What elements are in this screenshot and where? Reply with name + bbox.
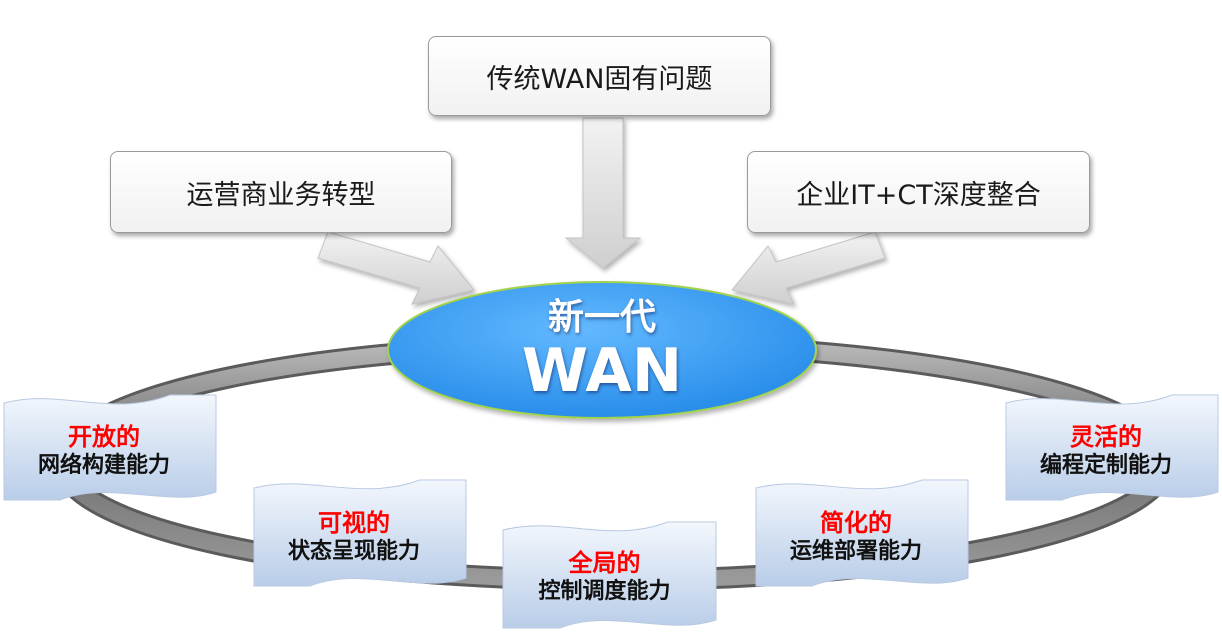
capability-flexible: 灵活的 编程定制能力 xyxy=(1006,422,1206,480)
box-enterprise-it-ct: 企业IT+CT深度整合 xyxy=(747,151,1090,233)
box-enterprise-it-ct-label: 企业IT+CT深度整合 xyxy=(796,179,1041,211)
capability-visible: 可视的 状态呈现能力 xyxy=(254,508,454,566)
capability-global-desc: 控制调度能力 xyxy=(538,579,671,604)
arrow-right xyxy=(731,231,886,305)
box-operator-transformation: 运营商业务转型 xyxy=(110,151,452,233)
arrow-center xyxy=(564,117,642,269)
box-operator-transformation-label: 运营商业务转型 xyxy=(186,179,376,211)
scroll-open xyxy=(3,394,217,501)
scroll-visible xyxy=(253,479,467,587)
capability-simplified-desc: 运维部署能力 xyxy=(789,539,922,564)
capability-visible-title: 可视的 xyxy=(318,509,390,537)
box-traditional-wan-issues: 传统WAN固有问题 xyxy=(428,36,771,116)
capability-global: 全局的 控制调度能力 xyxy=(503,548,706,606)
box-traditional-wan-issues-label: 传统WAN固有问题 xyxy=(486,63,713,95)
center-title-line1: 新一代 xyxy=(547,297,656,338)
capability-flexible-title: 灵活的 xyxy=(1070,423,1142,451)
scroll-flexible xyxy=(1005,394,1219,501)
capability-open-desc: 网络构建能力 xyxy=(37,453,170,478)
arrow-left xyxy=(317,231,475,305)
capability-flexible-desc: 编程定制能力 xyxy=(1039,453,1172,478)
center-ellipse xyxy=(387,281,817,419)
scroll-global xyxy=(502,521,717,629)
capability-open: 开放的 网络构建能力 xyxy=(4,422,204,480)
center-title-line2: WAN xyxy=(521,336,683,406)
capability-visible-desc: 状态呈现能力 xyxy=(287,539,420,564)
center-title: 新一代 WAN xyxy=(388,282,816,418)
capability-simplified: 简化的 运维部署能力 xyxy=(756,508,956,566)
capability-open-title: 开放的 xyxy=(68,423,140,451)
capability-simplified-title: 简化的 xyxy=(820,509,892,537)
capability-global-title: 全局的 xyxy=(568,549,641,577)
scroll-simplified xyxy=(755,479,969,587)
